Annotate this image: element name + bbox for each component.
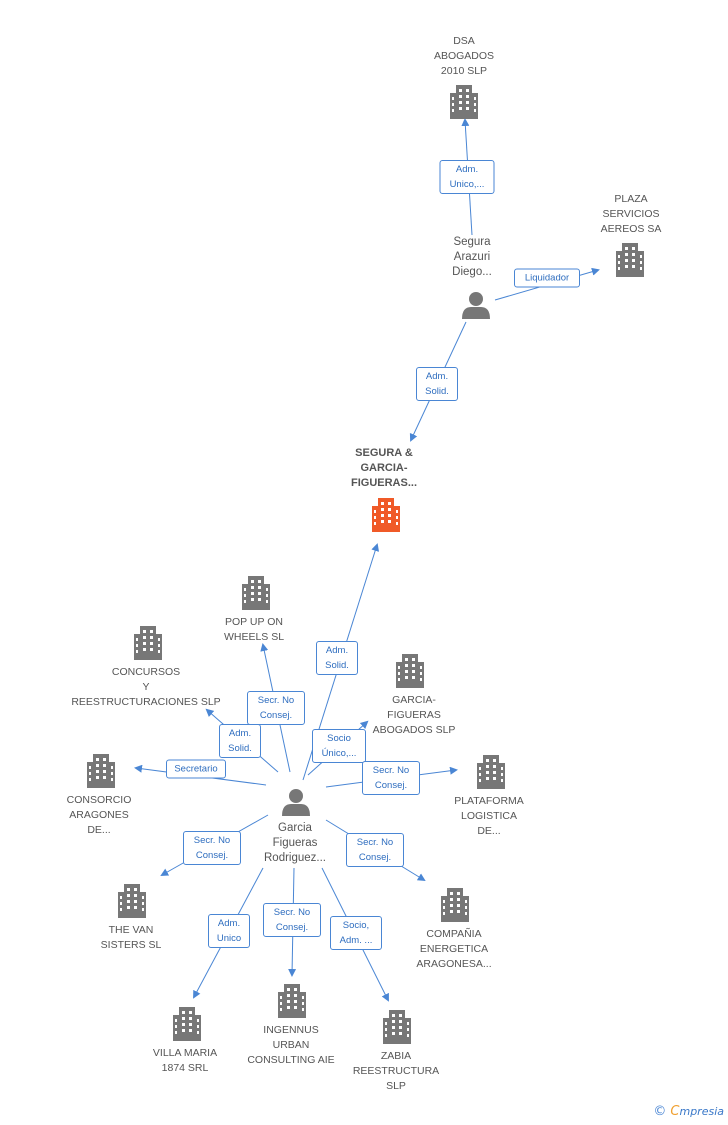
edges: [134, 118, 600, 1002]
node-dsa-abogados[interactable]: DSA ABOGADOS 2010 SLP: [433, 35, 495, 77]
brand-name: mpresia: [679, 1105, 724, 1118]
relation-label-plaza[interactable]: Liquidador: [514, 268, 580, 288]
building-icon[interactable]: [616, 243, 644, 277]
relation-label-consorcio[interactable]: Secretario: [166, 759, 226, 779]
building-icon[interactable]: [396, 654, 424, 688]
relation-label-main-bottom[interactable]: Adm. Solid.: [316, 641, 358, 675]
relation-label-dsa[interactable]: Adm. Unico,...: [439, 160, 495, 194]
empresia-logo: ©Cmpresia: [653, 1104, 724, 1119]
building-icon[interactable]: [383, 1010, 411, 1044]
node-ingennus-urban[interactable]: INGENNUS URBAN CONSULTING AIE: [247, 1024, 335, 1066]
node-plaza-servicios[interactable]: PLAZA SERVICIOS AEREOS SA: [600, 193, 662, 235]
relation-label-garcia-abogados[interactable]: Socio Único,...: [312, 729, 366, 763]
node-consorcio-aragones[interactable]: CONSORCIO ARAGONES DE...: [66, 794, 132, 836]
building-icon[interactable]: [450, 85, 478, 119]
person-icon[interactable]: [282, 789, 310, 816]
node-garcia-figueras-abogados[interactable]: GARCIA- FIGUERAS ABOGADOS SLP: [372, 694, 456, 736]
relation-label-ingennus[interactable]: Secr. No Consej.: [263, 903, 321, 937]
node-villa-maria[interactable]: VILLA MARIA 1874 SRL: [152, 1047, 218, 1074]
building-icon[interactable]: [134, 626, 162, 660]
relation-label-van[interactable]: Secr. No Consej.: [183, 831, 241, 865]
relation-label-villa[interactable]: Adm. Unico: [208, 914, 250, 948]
relation-label-zabia[interactable]: Socio, Adm. ...: [330, 916, 382, 950]
node-the-van-sisters[interactable]: THE VAN SISTERS SL: [100, 924, 162, 951]
node-plataforma-logistica[interactable]: PLATAFORMA LOGISTICA DE...: [454, 795, 524, 837]
node-zabia-reestructura[interactable]: ZABIA REESTRUCTURA SLP: [352, 1050, 440, 1092]
relation-label-main-top[interactable]: Adm. Solid.: [416, 367, 458, 401]
node-concursos[interactable]: CONCURSOS Y REESTRUCTURACIONES SLP: [71, 666, 221, 708]
relation-label-concursos[interactable]: Adm. Solid.: [219, 724, 261, 758]
building-icon[interactable]: [441, 888, 469, 922]
relation-label-plataforma[interactable]: Secr. No Consej.: [362, 761, 420, 795]
building-icon[interactable]: [372, 498, 400, 532]
person-icon[interactable]: [462, 292, 490, 319]
brand-e: C: [670, 1104, 680, 1119]
building-icon[interactable]: [87, 754, 115, 788]
building-icon[interactable]: [477, 755, 505, 789]
copyright-icon: ©: [653, 1104, 667, 1119]
relation-label-popup[interactable]: Secr. No Consej.: [247, 691, 305, 725]
building-icon[interactable]: [278, 984, 306, 1018]
node-pop-up-on-wheels[interactable]: POP UP ON WHEELS SL: [223, 616, 285, 643]
node-compania-energetica[interactable]: COMPAÑIA ENERGETICA ARAGONESA...: [416, 928, 492, 970]
building-icon[interactable]: [242, 576, 270, 610]
node-garcia-figueras-rodriguez[interactable]: Garcia Figueras Rodriguez...: [263, 822, 327, 864]
building-icon[interactable]: [173, 1007, 201, 1041]
relation-label-compania[interactable]: Secr. No Consej.: [346, 833, 404, 867]
building-icon[interactable]: [118, 884, 146, 918]
node-segura-arazuri[interactable]: Segura Arazuri Diego...: [452, 236, 492, 278]
node-segura-garcia-figueras[interactable]: SEGURA & GARCIA- FIGUERAS...: [350, 447, 418, 489]
